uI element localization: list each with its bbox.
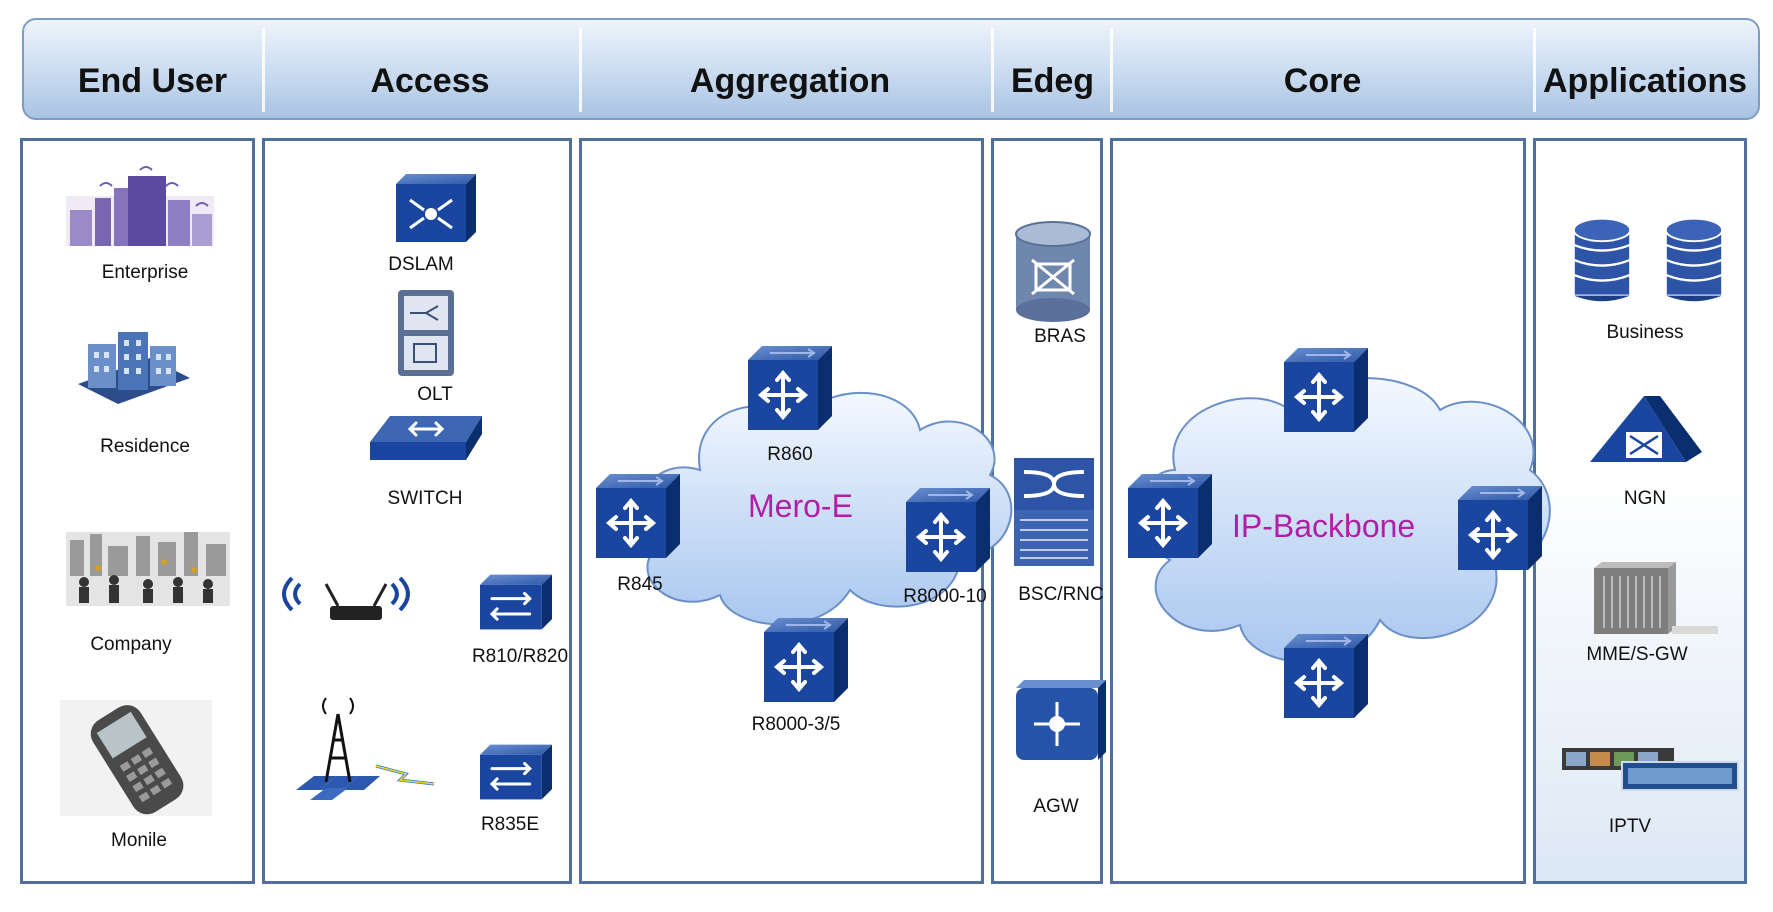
ngn-icon xyxy=(1590,396,1702,462)
wireless-router-icon xyxy=(282,576,410,620)
enterprise-icon xyxy=(66,166,214,246)
label-switch: SWITCH xyxy=(387,488,463,509)
dslam-icon xyxy=(396,174,476,242)
header-divider xyxy=(262,28,265,112)
core-router-left-icon xyxy=(1128,474,1212,558)
label-iptv: IPTV xyxy=(1608,816,1652,837)
core-router-bottom-icon xyxy=(1284,634,1368,718)
header-divider xyxy=(991,28,994,112)
header-divider xyxy=(1110,28,1113,112)
column-title-end-user: End User xyxy=(77,62,228,100)
r835e-router-icon xyxy=(480,744,552,800)
label-bsc-rnc: BSC/RNC xyxy=(1018,584,1104,605)
bras-icon xyxy=(1015,221,1091,322)
layer-header-bar xyxy=(22,18,1760,120)
column-title-access: Access xyxy=(370,62,490,100)
column-title-applications: Applications xyxy=(1542,62,1748,100)
label-r8000-10: R8000-10 xyxy=(903,586,987,607)
label-mme-sgw: MME/S-GW xyxy=(1586,644,1688,665)
label-ngn: NGN xyxy=(1623,488,1667,509)
header-divider xyxy=(1533,28,1536,112)
label-bras: BRAS xyxy=(1034,326,1086,347)
label-residence: Residence xyxy=(100,436,190,457)
cloud-label-mero-e: Mero-E xyxy=(748,488,853,524)
column-title-core: Core xyxy=(1283,62,1362,100)
label-mobile: Monile xyxy=(111,830,167,851)
label-agw: AGW xyxy=(1033,796,1079,817)
label-dslam: DSLAM xyxy=(388,254,454,275)
label-r810-r820: R810/R820 xyxy=(471,646,569,667)
mobile-phone-icon xyxy=(60,700,212,816)
residence-icon xyxy=(78,332,190,404)
r860-router-icon xyxy=(748,346,832,430)
olt-icon xyxy=(398,290,454,376)
bsc-rnc-icon xyxy=(1014,458,1094,566)
label-business: Business xyxy=(1606,322,1684,343)
label-r8000-3-5: R8000-3/5 xyxy=(751,714,841,735)
core-router-right-icon xyxy=(1458,486,1542,570)
switch-icon xyxy=(370,416,482,460)
agw-icon xyxy=(1016,680,1106,760)
label-r835e: R835E xyxy=(480,814,540,835)
cloud-label-ip-backbone: IP-Backbone xyxy=(1232,508,1416,544)
company-icon xyxy=(66,532,230,606)
label-olt: OLT xyxy=(417,384,453,405)
core-router-top-icon xyxy=(1284,348,1368,432)
business-database-icon-2 xyxy=(1664,217,1724,302)
iptv-icon xyxy=(1562,748,1739,791)
r845-router-icon xyxy=(596,474,680,558)
mme-sgw-server-icon xyxy=(1594,562,1718,634)
label-enterprise: Enterprise xyxy=(101,262,189,283)
label-r845: R845 xyxy=(617,574,663,595)
column-title-edge: Edeg xyxy=(1010,62,1095,100)
cell-tower-icon xyxy=(296,697,435,800)
label-company: Company xyxy=(90,634,172,655)
r8000-10-router-icon xyxy=(906,488,990,572)
r810-router-icon xyxy=(480,574,552,630)
business-database-icon-1 xyxy=(1572,217,1632,302)
header-divider xyxy=(579,28,582,112)
label-r860: R860 xyxy=(767,444,813,465)
r8000-3-5-router-icon xyxy=(764,618,848,702)
column-title-aggregation: Aggregation xyxy=(689,62,891,100)
